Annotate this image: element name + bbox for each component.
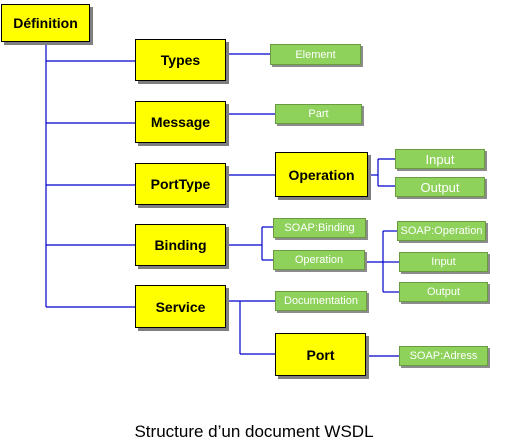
porttype-input-leaf: Input bbox=[395, 149, 485, 169]
figure-caption: Structure d’un document WSDL bbox=[134, 422, 374, 441]
types-node: Types bbox=[135, 39, 226, 81]
message-node: Message bbox=[135, 101, 226, 143]
part-leaf: Part bbox=[275, 104, 362, 124]
soap-adress-leaf: SOAP:Adress bbox=[399, 346, 488, 366]
porttype-output-leaf: Output bbox=[395, 177, 485, 197]
operation-node: Operation bbox=[275, 152, 368, 197]
binding-operation-leaf: Operation bbox=[273, 250, 365, 270]
binding-input-leaf: Input bbox=[399, 252, 488, 272]
documentation-leaf: Documentation bbox=[275, 291, 367, 311]
soap-operation-leaf: SOAP:Operation bbox=[397, 221, 486, 241]
binding-node: Binding bbox=[135, 224, 226, 266]
soap-binding-leaf: SOAP:Binding bbox=[273, 218, 366, 238]
element-leaf: Element bbox=[270, 44, 361, 65]
port-node: Port bbox=[275, 333, 366, 376]
service-node: Service bbox=[135, 285, 226, 328]
binding-output-leaf: Output bbox=[399, 282, 488, 302]
porttype-node: PortType bbox=[135, 163, 226, 205]
definition-node: Définition bbox=[1, 4, 90, 42]
